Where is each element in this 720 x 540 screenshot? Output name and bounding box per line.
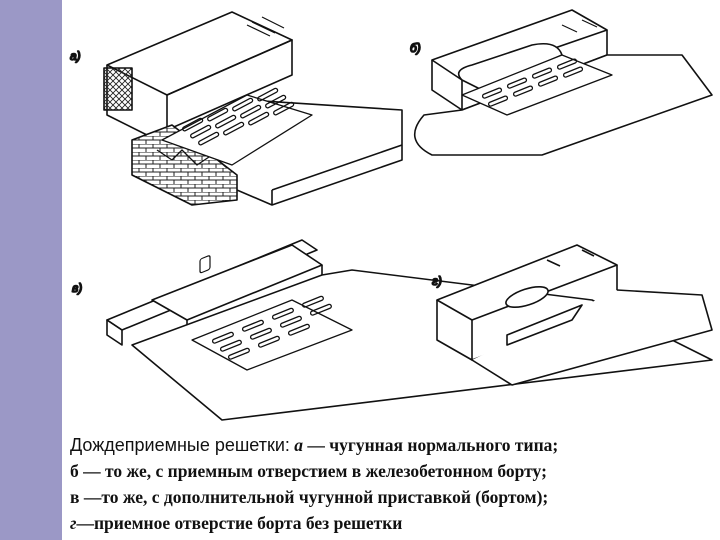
panel-b-drawing: б) <box>409 9 713 156</box>
panel-g-drawing: г) <box>431 244 713 386</box>
caption-item-g: —приемное отверстие борта без решетки <box>76 513 403 533</box>
panel-label-v: в) <box>72 281 82 295</box>
panel-a-grate <box>161 87 313 166</box>
caption-item-b: б — то же, с приемным отверстием в желез… <box>70 461 547 481</box>
caption-item-v: в —то же, с дополнительной чугунной прис… <box>70 487 549 507</box>
drawing-figure: а) <box>62 0 720 430</box>
side-accent-bar <box>0 0 62 540</box>
panel-label-a: а) <box>70 49 81 63</box>
caption-title: Дождеприемные решетки: <box>70 435 290 455</box>
panel-v-drawing: в) <box>71 239 713 421</box>
caption-letter-g: г <box>70 513 77 533</box>
caption-item-a: — чугунная нормального типа; <box>303 435 559 455</box>
caption-letter-a: а <box>294 435 304 455</box>
panel-label-b: б) <box>410 41 421 55</box>
panel-v-grate <box>191 295 353 371</box>
figure-caption: Дождеприемные решетки: а — чугунная норм… <box>70 432 710 536</box>
caption-line-1: Дождеприемные решетки: а — чугунная норм… <box>70 432 710 458</box>
caption-line-4: г—приемное отверстие борта без решетки <box>70 510 710 536</box>
panel-label-g: г) <box>432 274 442 288</box>
panel-a-drawing: а) <box>69 11 403 206</box>
panel-v-openings <box>199 255 211 274</box>
panel-b-grate <box>461 54 613 116</box>
